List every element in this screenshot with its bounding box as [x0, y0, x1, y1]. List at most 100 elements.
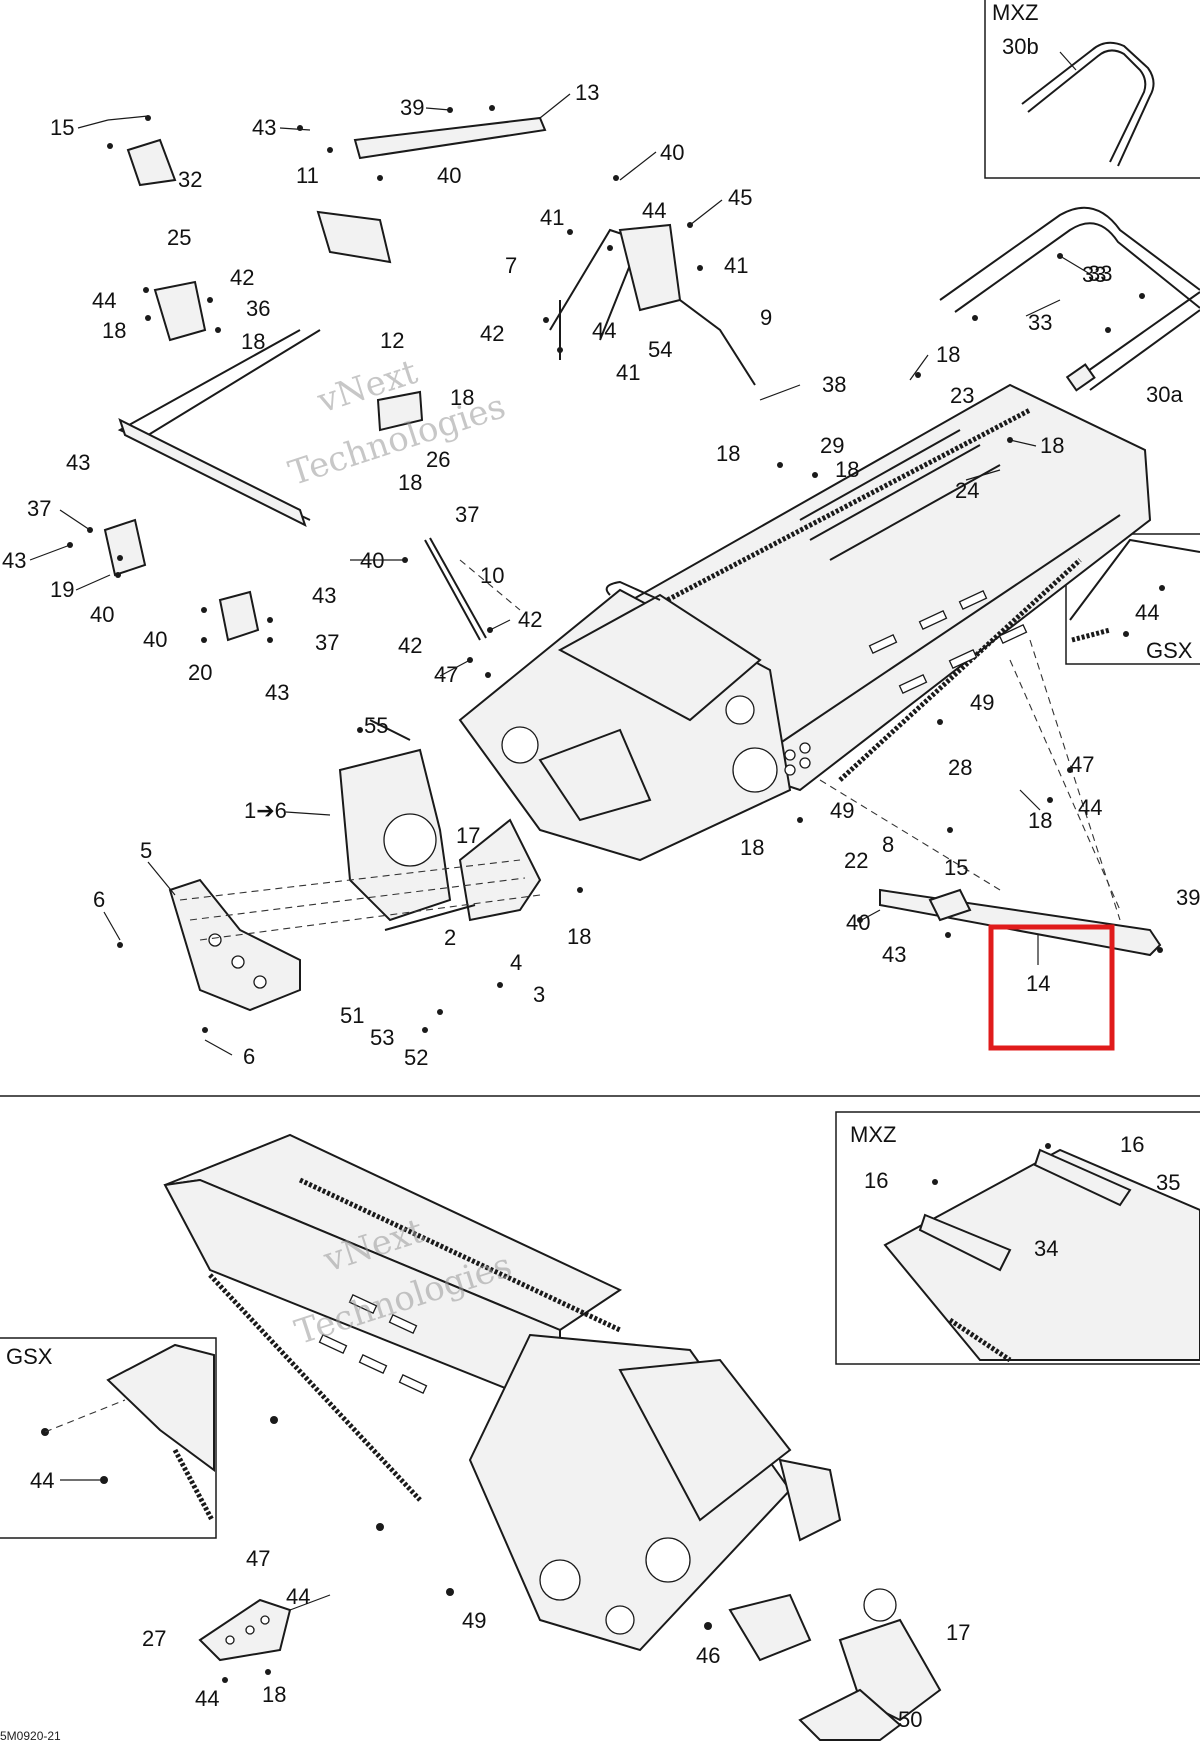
- fasteners-upper: [67, 105, 1163, 1033]
- lower-callouts: 47 44 27 44 18 49 46 17 50: [142, 1546, 970, 1732]
- svg-text:52: 52: [404, 1045, 428, 1070]
- rear-bumper: 33 33 30a: [939, 206, 1200, 407]
- svg-text:40: 40: [660, 140, 684, 165]
- svg-text:55: 55: [364, 713, 388, 738]
- svg-text:41: 41: [540, 205, 564, 230]
- svg-text:54: 54: [648, 337, 672, 362]
- svg-text:37: 37: [27, 496, 51, 521]
- svg-text:49: 49: [462, 1608, 486, 1633]
- svg-text:26: 26: [426, 447, 450, 472]
- mxz-inset-label: MXZ: [992, 0, 1038, 25]
- svg-text:18: 18: [567, 924, 591, 949]
- svg-text:18: 18: [936, 342, 960, 367]
- guide-lines: [179, 559, 1121, 941]
- svg-text:34: 34: [1034, 1236, 1058, 1261]
- svg-text:43: 43: [265, 680, 289, 705]
- gsx-lower-label: GSX: [6, 1344, 53, 1369]
- svg-text:45: 45: [728, 185, 752, 210]
- svg-text:53: 53: [370, 1025, 394, 1050]
- svg-text:15: 15: [50, 115, 74, 140]
- svg-text:47: 47: [434, 662, 458, 687]
- svg-text:38: 38: [822, 372, 846, 397]
- rear-crossbar: [879, 888, 1162, 957]
- svg-text:33: 33: [1088, 261, 1112, 286]
- svg-text:18: 18: [740, 835, 764, 860]
- svg-text:27: 27: [142, 1626, 166, 1651]
- svg-text:46: 46: [696, 1643, 720, 1668]
- svg-text:41: 41: [616, 360, 640, 385]
- highlight-label: 14: [1026, 971, 1050, 996]
- gsx-inset-lower: GSX 44: [0, 1337, 217, 1539]
- lower-view: MXZ 16 16 35 34 GSX 44: [0, 1111, 1200, 1742]
- svg-text:28: 28: [948, 755, 972, 780]
- svg-text:18: 18: [450, 385, 474, 410]
- mxz-inset-top: MXZ 30b: [984, 0, 1200, 179]
- svg-text:37: 37: [455, 502, 479, 527]
- gsx-inset-label: GSX: [1146, 638, 1193, 663]
- svg-text:22: 22: [844, 848, 868, 873]
- svg-text:6: 6: [93, 887, 105, 912]
- svg-text:50: 50: [898, 1707, 922, 1732]
- svg-text:11: 11: [296, 163, 319, 188]
- svg-text:18: 18: [716, 441, 740, 466]
- svg-text:24: 24: [955, 478, 979, 503]
- svg-text:19: 19: [50, 577, 74, 602]
- svg-text:10: 10: [480, 563, 504, 588]
- svg-text:7: 7: [505, 253, 517, 278]
- svg-text:18: 18: [398, 470, 422, 495]
- svg-text:43: 43: [312, 583, 336, 608]
- svg-text:47: 47: [246, 1546, 270, 1571]
- svg-text:42: 42: [480, 321, 504, 346]
- svg-text:40: 40: [90, 602, 114, 627]
- label-30a: 30a: [1146, 382, 1183, 407]
- svg-text:40: 40: [846, 910, 870, 935]
- small-parts-upper-left: [103, 116, 547, 642]
- label-30b: 30b: [1002, 34, 1039, 59]
- svg-text:12: 12: [380, 328, 404, 353]
- svg-text:33: 33: [1082, 262, 1106, 287]
- svg-text:25: 25: [167, 225, 191, 250]
- column-support: [549, 223, 756, 386]
- svg-text:15: 15: [944, 855, 968, 880]
- svg-text:4: 4: [510, 950, 522, 975]
- svg-text:43: 43: [252, 115, 276, 140]
- svg-text:44: 44: [1078, 795, 1102, 820]
- svg-text:6: 6: [243, 1044, 255, 1069]
- svg-text:37: 37: [315, 630, 339, 655]
- svg-text:49: 49: [830, 798, 854, 823]
- svg-text:18: 18: [102, 318, 126, 343]
- svg-text:44: 44: [592, 318, 616, 343]
- svg-text:49: 49: [970, 690, 994, 715]
- upper-callouts: 15 32 43 39 13 11 40 40 41 44 45 7 41 25…: [2, 80, 1200, 1070]
- fasteners-lower: [222, 1416, 712, 1683]
- svg-text:16: 16: [1120, 1132, 1144, 1157]
- svg-text:44: 44: [642, 198, 666, 223]
- svg-text:43: 43: [2, 548, 26, 573]
- svg-text:3: 3: [533, 982, 545, 1007]
- svg-text:44: 44: [30, 1468, 54, 1493]
- svg-text:17: 17: [946, 1620, 970, 1645]
- chassis-lower: [163, 1133, 942, 1741]
- svg-text:33: 33: [1028, 310, 1052, 335]
- svg-text:2: 2: [444, 925, 456, 950]
- svg-text:23: 23: [950, 383, 974, 408]
- svg-text:43: 43: [66, 450, 90, 475]
- svg-text:16: 16: [864, 1168, 888, 1193]
- svg-text:18: 18: [262, 1682, 286, 1707]
- svg-text:41: 41: [724, 253, 748, 278]
- svg-text:29: 29: [820, 433, 844, 458]
- svg-text:43: 43: [882, 942, 906, 967]
- svg-text:20: 20: [188, 660, 212, 685]
- svg-text:51: 51: [340, 1003, 364, 1028]
- svg-text:42: 42: [230, 265, 254, 290]
- svg-text:5: 5: [140, 838, 152, 863]
- upper-leaders: [29, 93, 1041, 1056]
- svg-text:44: 44: [286, 1584, 310, 1609]
- svg-text:42: 42: [518, 607, 542, 632]
- svg-text:18: 18: [835, 457, 859, 482]
- upper-exploded-view: MXZ 30b 44 GSX 33 3: [2, 0, 1200, 1070]
- front-bulkhead: [458, 580, 811, 862]
- mxz-inset-lower: MXZ 16 16 35 34: [835, 1111, 1200, 1365]
- svg-text:8: 8: [882, 832, 894, 857]
